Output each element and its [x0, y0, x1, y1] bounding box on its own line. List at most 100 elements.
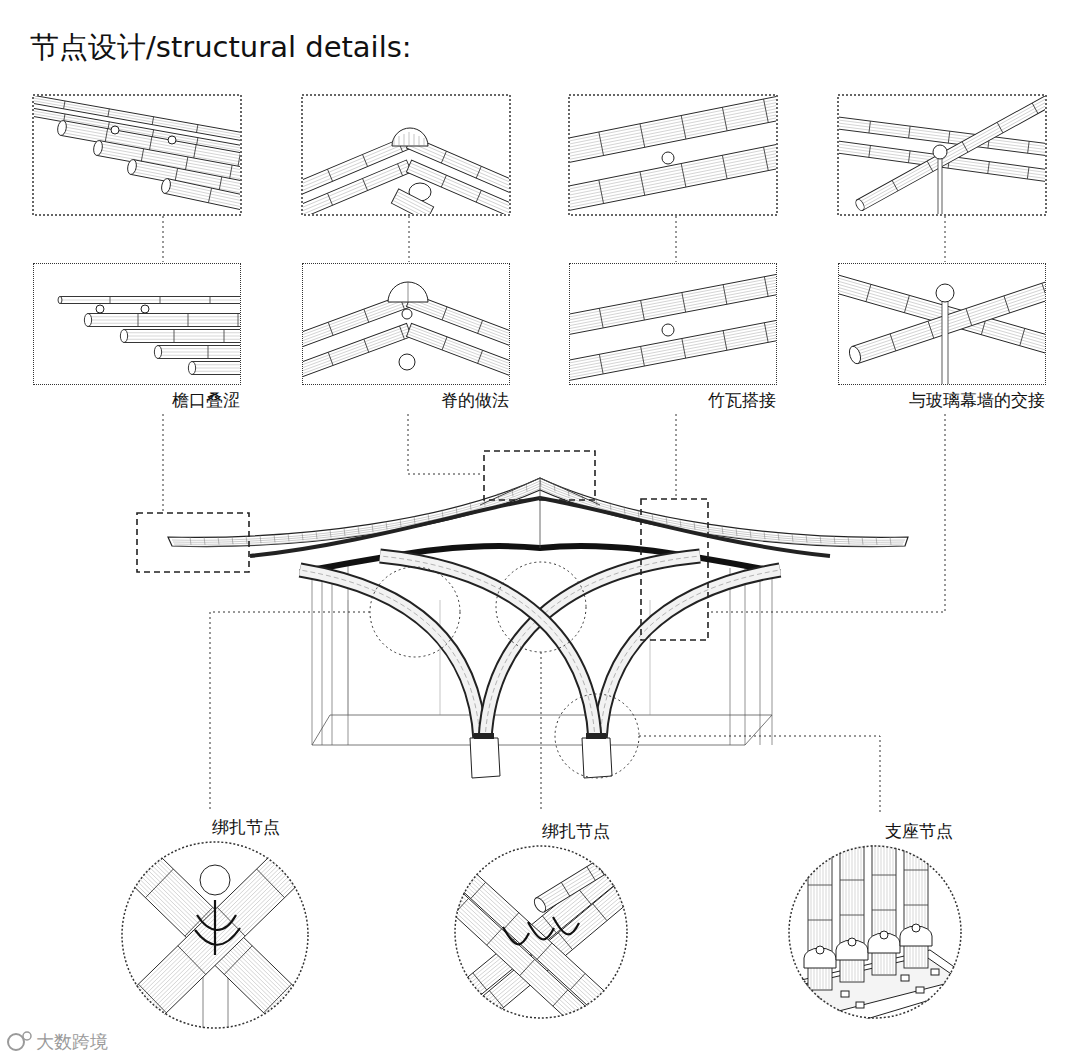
- tube-fiber: [922, 835, 923, 968]
- tube-joint: [948, 131, 950, 143]
- focus-box: [137, 513, 249, 572]
- roof-tile-joint: [400, 519, 401, 527]
- tube-end: [847, 345, 862, 365]
- tube-joint: [927, 161, 933, 172]
- tube-joint: [764, 277, 768, 297]
- diagram-title: 节点设计/structural details:: [30, 30, 412, 65]
- bolt: [811, 997, 819, 1003]
- detail-label: 与玻璃幕墙的交接: [907, 390, 1047, 410]
- tube-fiber: [124, 339, 240, 340]
- tube-joint: [599, 354, 603, 374]
- bamboo-ring: [662, 324, 674, 336]
- bamboo-tube: [438, 852, 633, 1033]
- roof-tile-joint: [456, 506, 457, 514]
- bamboo-tube: [570, 318, 776, 382]
- tube-joint: [681, 116, 686, 140]
- bamboo-tube: [840, 845, 864, 982]
- tube-joint: [238, 153, 240, 168]
- detail-label: 绑扎节点: [540, 821, 612, 841]
- tube-body: [106, 831, 324, 1045]
- tube-fiber: [570, 145, 776, 191]
- tube-joint: [264, 984, 292, 1013]
- tube-fiber: [881, 840, 882, 975]
- bamboo-arch: [300, 570, 480, 740]
- tube-end: [154, 346, 161, 359]
- roof-tile-line: [174, 486, 903, 544]
- tube-body: [124, 330, 240, 343]
- tube-body: [570, 318, 776, 382]
- tube-joint: [586, 1020, 601, 1036]
- tube-fiber: [570, 275, 776, 319]
- circle-outline: [121, 841, 309, 1029]
- glass-wall-post: [312, 565, 313, 745]
- tube-fiber: [570, 329, 776, 373]
- focus-box: [484, 451, 595, 500]
- roof-tile-joint: [736, 528, 737, 536]
- tube-fiber: [125, 851, 315, 1036]
- tube-fiber: [910, 835, 911, 968]
- tube-joint: [476, 166, 481, 178]
- tube-fiber: [570, 321, 776, 365]
- tube-fiber: [303, 334, 410, 376]
- tube-fiber: [303, 331, 409, 373]
- bamboo-ring: [936, 284, 954, 302]
- ridge-cap-line: [414, 134, 415, 146]
- tube-joint: [194, 145, 197, 160]
- tube-joint: [904, 870, 928, 871]
- tube-fiber: [890, 840, 891, 975]
- roof-tile-joint: [470, 502, 471, 510]
- tube-joint: [224, 330, 225, 343]
- lashing-rope: [195, 900, 240, 955]
- ridge-cap-line: [408, 282, 409, 302]
- tube-joint: [908, 151, 910, 163]
- roof-tile-joint: [442, 510, 443, 518]
- circle-outline: [454, 845, 628, 1019]
- tube-joint: [105, 129, 108, 144]
- tube-joint: [160, 297, 161, 304]
- tube-fiber: [303, 166, 409, 214]
- roof-tile-joint: [806, 535, 807, 543]
- tube-joint: [487, 929, 502, 945]
- tube-fiber: [893, 840, 894, 975]
- tube-joint: [641, 346, 645, 366]
- tube-end: [57, 120, 68, 136]
- tube-joint: [892, 180, 898, 191]
- tube-fiber: [121, 846, 311, 1031]
- tube-fiber: [409, 329, 509, 371]
- tube-fiber: [907, 835, 908, 968]
- roof-tile-joint: [666, 516, 667, 524]
- roof-tile-joint: [358, 526, 359, 534]
- roof-tile-joint: [274, 534, 275, 542]
- tube-joint: [363, 155, 368, 167]
- tube-joint: [558, 933, 572, 950]
- tube-body: [60, 297, 240, 304]
- tube-joint: [328, 352, 333, 365]
- leader-line: [676, 414, 677, 498]
- detail-sketch: [570, 96, 776, 212]
- tube-joint: [441, 175, 446, 187]
- roof-tile-joint: [680, 519, 681, 527]
- tube-joint: [808, 885, 832, 886]
- detail-sketch: [839, 96, 1045, 214]
- tube-body: [407, 323, 509, 378]
- tube-fiber: [537, 864, 597, 901]
- ridge-cap-line: [409, 132, 410, 146]
- tube-fiber: [397, 192, 432, 210]
- tube-fiber: [166, 185, 240, 203]
- tube-fiber: [394, 197, 429, 214]
- tube-joint: [363, 179, 368, 191]
- bolt: [916, 987, 924, 993]
- tube-joint: [681, 164, 686, 188]
- tube-end: [120, 330, 127, 343]
- watermark-logo: [8, 1032, 31, 1050]
- tube-body: [904, 835, 928, 968]
- bamboo-ring: [933, 145, 947, 159]
- tube-joint: [138, 314, 139, 327]
- detail-circle: 绑扎节点: [454, 845, 628, 1019]
- glass-wall-post: [332, 565, 333, 745]
- leader-line: [676, 216, 677, 262]
- tube-fiber: [303, 169, 410, 214]
- tube-joint: [238, 314, 239, 327]
- watermark-icon: [8, 1034, 24, 1050]
- ridge-cap: [392, 128, 428, 146]
